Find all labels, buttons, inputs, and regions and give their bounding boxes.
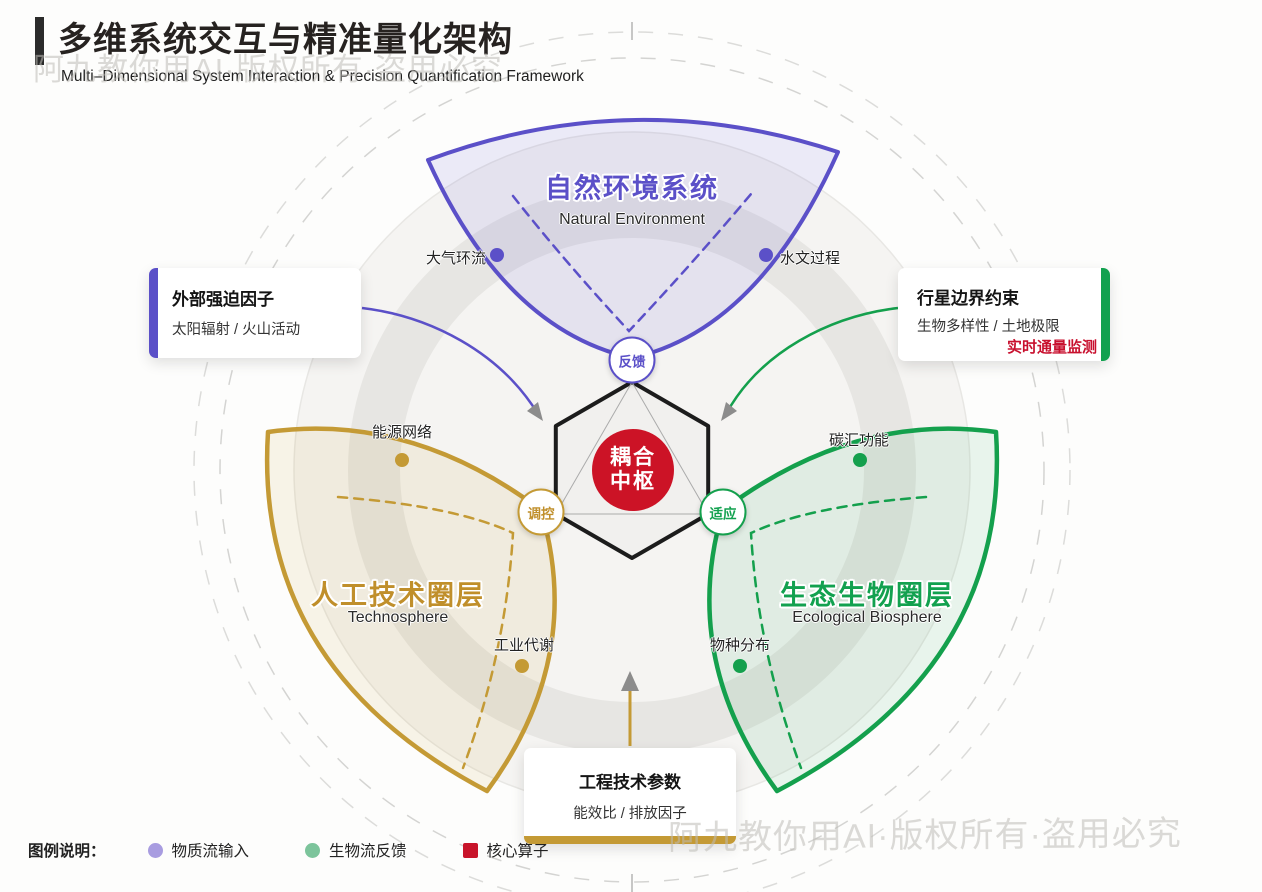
core-operator-swatch-icon [462, 842, 478, 858]
feedback-node-label: 反馈 [618, 354, 646, 369]
technosphere-title: 人工技术圈层 [311, 580, 485, 611]
title-accent-bar [35, 17, 44, 65]
petal-natural-environment [426, 117, 840, 360]
hexagon-inner-triangle [554, 380, 710, 515]
techno-dashed-guide [336, 495, 515, 770]
external-forcing-card: 外部强迫因子 太阳辐射 / 火山活动 [149, 268, 361, 358]
material-flow-swatch-icon [147, 842, 163, 858]
bio-flow-swatch-icon [305, 842, 321, 858]
natural-environment-subtitle: Natural Environment [559, 211, 705, 228]
regulate-node-label: 调控 [527, 506, 555, 521]
hub-label-line1: 耦合 [610, 446, 656, 470]
label-hydrological-process: 水文过程 [780, 250, 841, 267]
planetary-boundary-accent-bar [1101, 268, 1110, 361]
arrowhead-engineering-params [621, 671, 639, 691]
planetary-boundary-subtitle: 生物多样性 / 土地极限 [917, 319, 1060, 335]
eco-dashed-guide [749, 495, 928, 770]
planetary-boundary-card: 行星边界约束 生物多样性 / 土地极限 实时通量监测 [898, 268, 1110, 361]
adapt-node: 适应 [699, 488, 747, 536]
dot-carbon-sink [853, 453, 867, 467]
planetary-boundary-title: 行星边界约束 [917, 289, 1019, 308]
coupling-hub: 耦合 中枢 [592, 429, 674, 511]
label-industrial-metabolism: 工业代谢 [493, 637, 555, 654]
ecological-biosphere-subtitle: Ecological Biosphere [792, 609, 942, 626]
arrow-planetary-boundary [724, 306, 899, 415]
background-annulus [348, 186, 916, 754]
external-forcing-accent-bar [149, 268, 158, 358]
petal-technosphere [264, 426, 557, 794]
technosphere-subtitle: Technosphere [347, 609, 449, 626]
legend-item-label: 物质流输入 [171, 843, 250, 860]
page-title: 多维系统交互与精准量化架构 [58, 21, 513, 59]
natural-dashed-guide [511, 192, 753, 333]
background-ring-dashed-inner [219, 57, 1045, 883]
dot-hydrological-process [759, 248, 773, 262]
page-subtitle: Multi–Dimensional System Interaction & P… [61, 68, 584, 85]
engineering-params-title: 工程技术参数 [579, 773, 681, 792]
label-energy-network: 能源网络 [371, 424, 433, 441]
label-species-distribution: 物种分布 [709, 637, 771, 654]
engineering-params-subtitle: 能效比 / 排放因子 [573, 806, 687, 822]
feedback-node: 反馈 [608, 336, 656, 384]
legend-item-bio-flow: 生物流反馈 [305, 839, 407, 861]
engineering-params-card: 工程技术参数 能效比 / 排放因子 [524, 748, 736, 844]
ecological-biosphere-title: 生态生物圈层 [780, 580, 954, 611]
legend: 图例说明： 物质流输入 生物流反馈 核心算子 [28, 839, 605, 861]
petal-ecological-biosphere [707, 426, 1000, 794]
engineering-params-accent-bar [524, 836, 736, 844]
natural-environment-title: 自然环境系统 [545, 173, 719, 204]
external-forcing-subtitle: 太阳辐射 / 火山活动 [172, 322, 301, 338]
adapt-node-label: 适应 [709, 506, 737, 521]
dot-species-distribution [733, 659, 747, 673]
dot-energy-network [395, 453, 409, 467]
realtime-flux-badge: 实时通量监测 [1006, 339, 1097, 356]
legend-item-label: 生物流反馈 [329, 843, 407, 860]
arrowhead-external-forcing [527, 402, 543, 421]
legend-item-core-operator: 核心算子 [462, 839, 549, 861]
regulate-node: 调控 [517, 488, 565, 536]
hub-label-line2: 中枢 [610, 470, 656, 493]
label-carbon-sink: 碳汇功能 [828, 432, 890, 449]
dot-industrial-metabolism [515, 659, 529, 673]
arrow-external-forcing [361, 306, 540, 415]
external-forcing-title: 外部强迫因子 [172, 290, 274, 309]
legend-item-label: 核心算子 [486, 843, 549, 860]
background-ring-dashed-outer [193, 31, 1071, 892]
dot-atmospheric-circulation [490, 248, 504, 262]
label-atmospheric-circulation: 大气环流 [425, 250, 486, 267]
arrowhead-planetary-boundary [721, 402, 737, 421]
legend-caption: 图例说明： [28, 843, 106, 860]
legend-item-material-flow: 物质流输入 [147, 839, 250, 861]
